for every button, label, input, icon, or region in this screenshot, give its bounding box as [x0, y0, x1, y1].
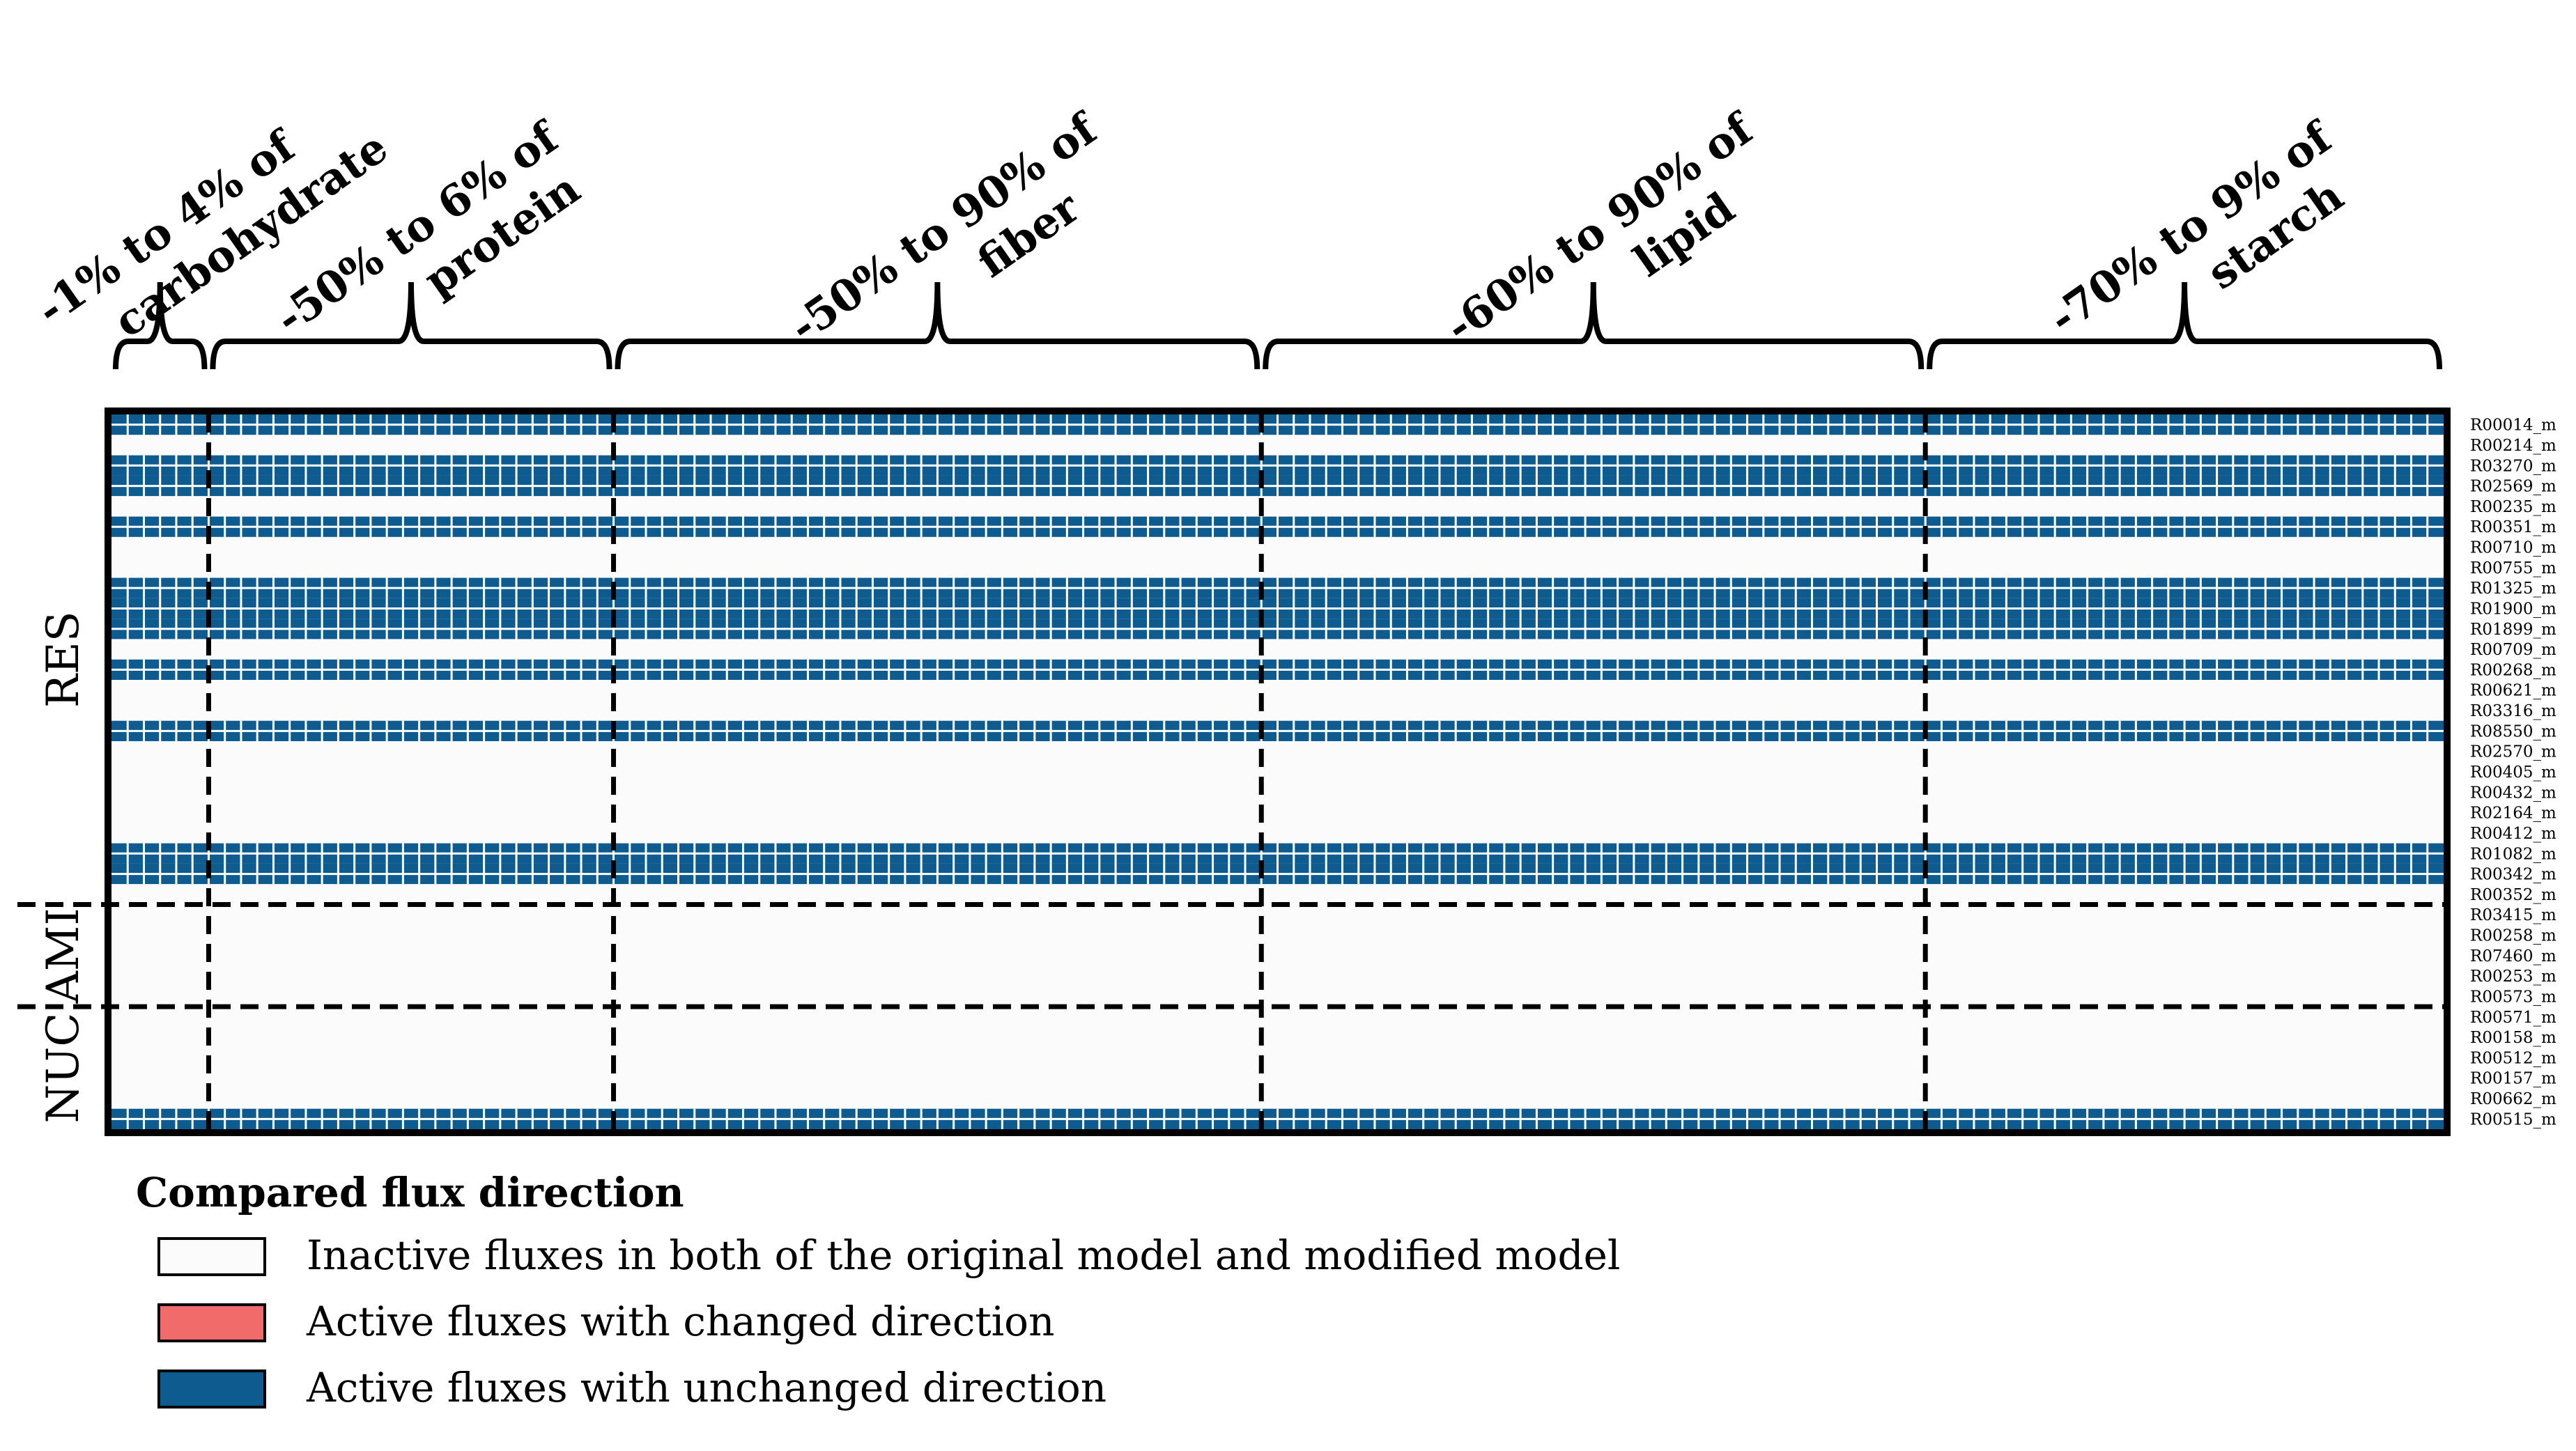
row-label: R00235_m — [2470, 498, 2556, 516]
row-label: R00515_m — [2470, 1110, 2556, 1128]
heatmap-row-R00512_m — [111, 1047, 2444, 1069]
condition-brace — [1927, 281, 2442, 370]
heatmap-frame — [105, 408, 2451, 1136]
heatmap-row-R00158_m — [111, 1027, 2444, 1048]
condition-brace — [1263, 281, 1925, 370]
heatmap-row-R00709_m — [111, 639, 2444, 660]
heatmap-row-R00405_m — [111, 761, 2444, 782]
heatmap-row-R02570_m — [111, 741, 2444, 762]
row-label: R00621_m — [2470, 682, 2556, 700]
row-label: R00157_m — [2470, 1070, 2556, 1088]
heatmap-row-R03415_m — [111, 904, 2444, 925]
row-label: R00258_m — [2470, 927, 2556, 945]
row-labels: R00014_mR00214_mR03270_mR02569_mR00235_m… — [2470, 417, 2556, 1129]
row-label: R01900_m — [2470, 600, 2556, 618]
row-group-label: RES — [38, 611, 89, 708]
heatmap-row-R00710_m — [111, 536, 2444, 558]
row-label: R00268_m — [2470, 661, 2556, 679]
row-label: R00573_m — [2470, 988, 2556, 1006]
heatmap-row-R00253_m — [111, 965, 2444, 986]
row-label: R02164_m — [2470, 805, 2556, 823]
legend-label: Inactive fluxes in both of the original … — [307, 1232, 1620, 1279]
row-label: R00158_m — [2470, 1029, 2556, 1047]
legend-title: Compared flux direction — [136, 1169, 684, 1216]
row-label: R03415_m — [2470, 906, 2556, 924]
row-label: R01082_m — [2470, 845, 2556, 863]
row-label: R01899_m — [2470, 621, 2556, 639]
condition-braces — [113, 281, 2442, 370]
heatmap-row-R03316_m — [111, 700, 2444, 721]
heatmap-row-R00412_m — [111, 823, 2444, 844]
legend-label: Active fluxes with unchanged direction — [306, 1364, 1106, 1411]
row-label: R02569_m — [2470, 478, 2556, 496]
condition-brace — [210, 281, 612, 370]
row-label: R02570_m — [2470, 743, 2556, 761]
row-label: R00014_m — [2470, 417, 2556, 435]
row-label: R00352_m — [2470, 886, 2556, 904]
row-label: R00412_m — [2470, 825, 2556, 843]
row-label: R03270_m — [2470, 457, 2556, 475]
condition-brace — [113, 281, 208, 370]
heatmap-row-R00432_m — [111, 782, 2444, 802]
heatmap-row-R00621_m — [111, 680, 2444, 701]
row-label: R00709_m — [2470, 641, 2556, 659]
row-label: R00342_m — [2470, 866, 2556, 884]
row-label: R00214_m — [2470, 437, 2556, 455]
legend-swatch — [157, 1303, 266, 1342]
row-label: R01325_m — [2470, 580, 2556, 598]
heatmap-row-R00571_m — [111, 1007, 2444, 1027]
row-group-label: AMI — [38, 908, 89, 1004]
condition-brace — [615, 281, 1260, 370]
legend-label: Active fluxes with changed direction — [306, 1298, 1054, 1345]
legend: Compared flux direction Inactive fluxes … — [136, 1169, 1620, 1411]
heatmap-row-R00662_m — [111, 1088, 2444, 1109]
legend-swatch — [157, 1369, 266, 1409]
row-label: R00405_m — [2470, 763, 2556, 782]
row-label: R00351_m — [2470, 518, 2556, 536]
row-group-labels: RES AMI NUC — [38, 611, 89, 1123]
heatmap-row-R00352_m — [111, 884, 2444, 905]
row-label: R00432_m — [2470, 784, 2556, 802]
row-label: R00253_m — [2470, 968, 2556, 986]
row-label: R08550_m — [2470, 722, 2556, 740]
row-label: R00571_m — [2470, 1009, 2556, 1027]
row-label: R00755_m — [2470, 559, 2556, 577]
heatmap-row-R00214_m — [111, 435, 2444, 456]
heatmap-row-R00235_m — [111, 496, 2444, 517]
row-label: R03316_m — [2470, 702, 2556, 720]
legend-swatch — [157, 1237, 266, 1276]
row-label: R07460_m — [2470, 947, 2556, 965]
row-group-label: NUC — [38, 1013, 89, 1124]
heatmap-row-R02164_m — [111, 802, 2444, 823]
group-separators — [17, 414, 2444, 1129]
heatmap-row-R07460_m — [111, 945, 2444, 966]
heatmap-row-R00755_m — [111, 557, 2444, 578]
row-label: R00512_m — [2470, 1049, 2556, 1067]
row-label: R00710_m — [2470, 539, 2556, 557]
heatmap-cells — [111, 414, 2444, 1129]
heatmap-row-R00258_m — [111, 924, 2444, 946]
row-label: R00662_m — [2470, 1090, 2556, 1108]
heatmap-row-R00573_m — [111, 986, 2444, 1007]
heatmap-row-R00157_m — [111, 1068, 2444, 1089]
